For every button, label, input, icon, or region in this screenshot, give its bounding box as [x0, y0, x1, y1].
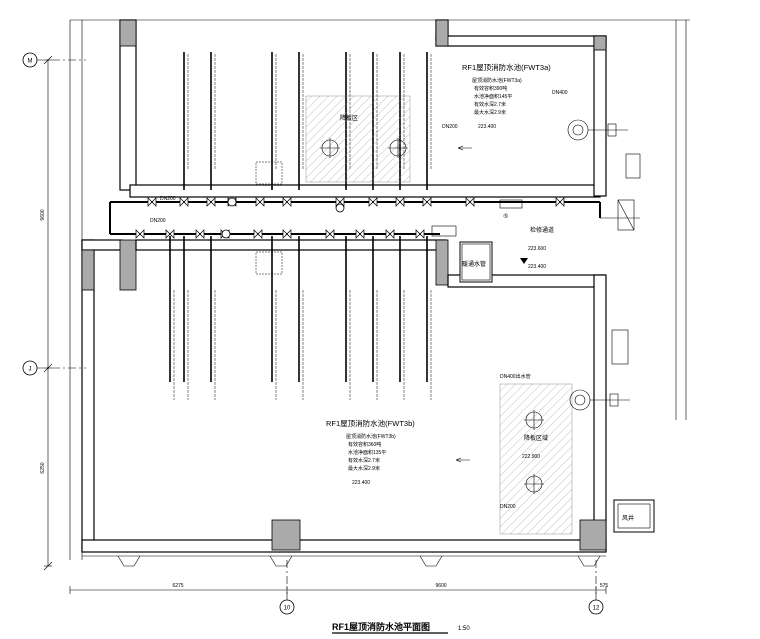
axis-bubble-j: J [22, 360, 38, 376]
upper-tank-elevation: 223.400 [478, 124, 496, 130]
flow-arrows [455, 145, 528, 463]
corridor-elev-2: 223.400 [528, 264, 546, 270]
lower-pipe-dn200: DN200 [500, 504, 516, 510]
axis-label-j: J [29, 367, 32, 373]
dim-bottom-2: 9600 [435, 583, 446, 589]
valve-symbol [253, 229, 263, 239]
axis-label-12: 12 [593, 606, 600, 612]
hvac-room [459, 241, 493, 283]
valve-symbol [147, 197, 157, 207]
upper-pipe-dn200: DN200 [442, 124, 458, 130]
upper-tank-spec-2: 有效容积390吨 [474, 85, 507, 92]
valve-symbol [135, 229, 145, 239]
valve-symbol [422, 197, 432, 207]
pipe-fittings [135, 161, 565, 275]
valve-symbol [395, 197, 405, 207]
dim-left-upper: 9600 [40, 209, 46, 220]
valve-symbol [368, 197, 378, 207]
lower-sunken-label: 降板区域 [524, 434, 548, 442]
upper-tank-spec-3: 水池净面积145平 [474, 93, 512, 100]
valve-symbol [355, 229, 365, 239]
hvac-room-label: 暖通水管 [462, 260, 486, 268]
axis-bubble-12: 12 [588, 599, 604, 615]
bottom-dimension-chain [69, 560, 607, 600]
valve-symbol [415, 229, 425, 239]
valve-symbol [206, 197, 216, 207]
valve-symbol [385, 229, 395, 239]
dim-bottom-3: 575 [600, 583, 609, 589]
lower-tank-walls [81, 239, 607, 553]
upper-pipe-dn400: DN400 [552, 90, 568, 96]
marker-5: ⑤ [503, 213, 508, 220]
corridor-elev-1: 223.600 [528, 246, 546, 252]
valve-symbol [195, 229, 205, 239]
equipment-box [255, 251, 283, 275]
gauge-symbol [335, 203, 345, 213]
upper-sunken-label: 降板区 [340, 114, 358, 122]
gauge-symbol [227, 197, 237, 207]
shaft-label: 风井 [622, 514, 634, 522]
valve-symbol [465, 197, 475, 207]
lower-sunken-elev: 222.900 [522, 454, 540, 460]
corridor-pipe-dn200: DN200 [160, 196, 176, 202]
valve-symbol [255, 197, 265, 207]
valve-symbol [555, 197, 565, 207]
valve-symbol [165, 229, 175, 239]
axis-label-10: 10 [284, 606, 291, 612]
main-pipes [109, 199, 640, 237]
valve-symbol [335, 197, 345, 207]
corridor-pipe-dn200-2: DN200 [150, 218, 166, 224]
axis-bubble-10: 10 [279, 599, 295, 615]
drawing-title: RF1屋顶消防水池平面图 [332, 621, 430, 632]
drawing-title-block: RF1屋顶消防水池平面图 1:50 [332, 621, 470, 634]
valve-symbol [282, 197, 292, 207]
axis-label-m: M [28, 59, 33, 65]
right-equipment [611, 153, 641, 365]
lower-tank-elevation: 223.400 [352, 480, 370, 486]
upper-tank-name: RF1屋顶消防水池(FWT3a) [462, 62, 551, 72]
sunken-areas [305, 95, 573, 535]
upper-tank-spec-5: 最大水深2.9米 [474, 109, 506, 116]
upper-tank-spec-1: 屋顶消防水池(FWT3a) [472, 77, 522, 84]
dim-bottom-1: 6275 [172, 583, 183, 589]
corridor-label: 检修通道 [530, 226, 554, 234]
sump-symbols [320, 119, 630, 494]
left-dimension-chain [36, 55, 86, 571]
dim-left-lower: 6250 [40, 462, 46, 473]
bottom-footings [82, 555, 606, 567]
upper-tank-spec-4: 有效水深2.7米 [474, 101, 506, 108]
lower-tank-spec-3: 水池净面积135平 [348, 449, 386, 456]
drawing-scale: 1:50 [458, 626, 470, 632]
axis-bubble-m: M [22, 52, 38, 68]
gauge-symbol [221, 229, 231, 239]
lower-tank-spec-1: 屋顶消防水池(FWT3b) [346, 433, 396, 440]
lower-tank-spec-2: 有效容积360吨 [348, 441, 381, 448]
valve-symbol [325, 229, 335, 239]
lower-tank-name: RF1屋顶消防水池(FWT3b) [326, 418, 415, 428]
equipment-box [255, 161, 283, 185]
wind-shaft [613, 499, 655, 533]
valve-symbol [179, 197, 189, 207]
lower-pipe-note: DN400出水管 [500, 373, 531, 380]
valve-symbol [282, 229, 292, 239]
upper-tank-walls [119, 19, 607, 198]
lower-tank-spec-4: 有效水深2.7米 [348, 457, 380, 464]
lower-tank-spec-5: 最大水深2.9米 [348, 465, 380, 472]
